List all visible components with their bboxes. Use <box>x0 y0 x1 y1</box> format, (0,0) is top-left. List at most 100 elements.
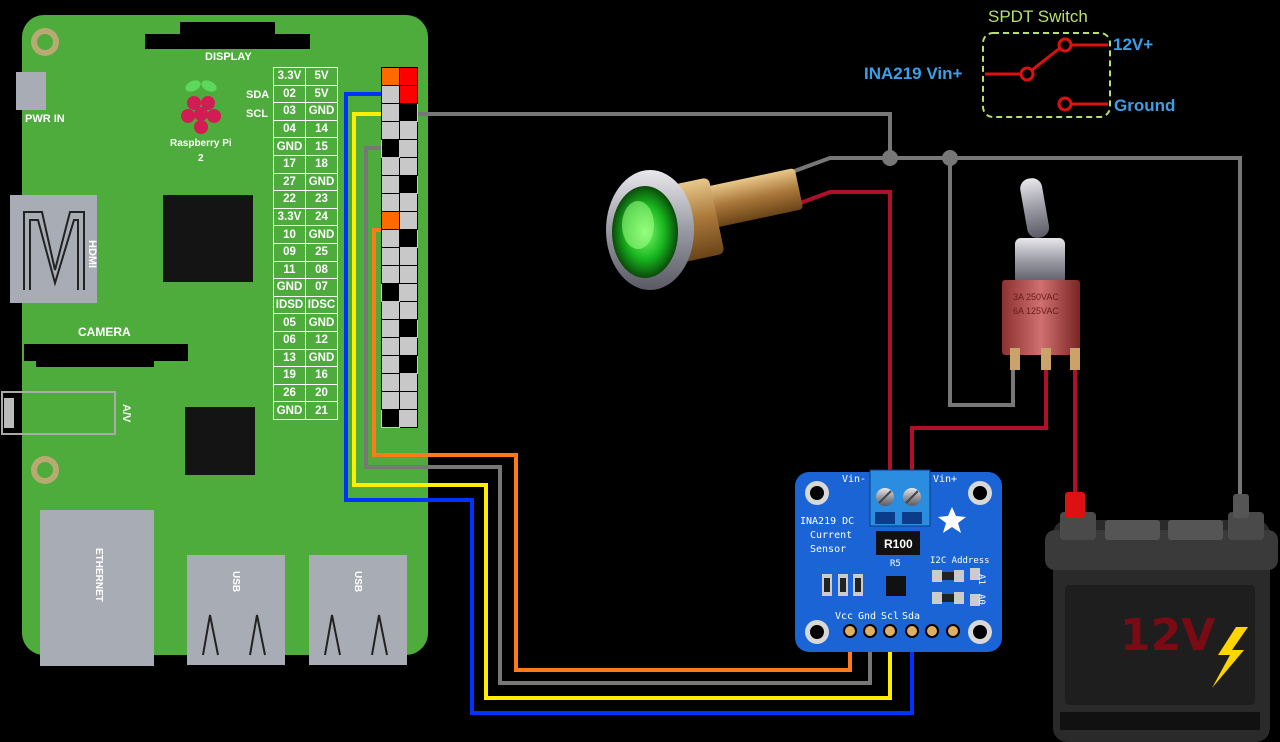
battery-label: 12V <box>1120 610 1216 661</box>
sensor-name-line3: Sensor <box>810 544 847 555</box>
gpio-pin-even: 07 <box>305 278 338 297</box>
led-indicator <box>606 168 803 290</box>
wire-led-vin-minus <box>794 190 892 470</box>
header-pin <box>381 85 400 104</box>
header-pin <box>381 247 400 266</box>
gpio-pin-even: 14 <box>305 119 338 139</box>
wire-switch-vin-plus <box>910 362 1048 470</box>
gpio-pin-odd: 06 <box>273 330 306 350</box>
header-pin <box>381 409 400 428</box>
header-pin <box>381 157 400 176</box>
header-pin <box>399 391 418 410</box>
toggle-rating-1: 3A 250VAC <box>1013 292 1059 302</box>
gpio-pin-even: 18 <box>305 154 338 174</box>
header-pin <box>399 229 418 248</box>
gpio-pin-odd: 19 <box>273 366 306 385</box>
gpio-pin-odd: 02 <box>273 84 306 104</box>
gpio-pin-even: GND <box>305 348 338 368</box>
gpio-pin-even: 24 <box>305 207 338 227</box>
spdt-vin-label: INA219 Vin+ <box>864 64 963 83</box>
gpio-pin-odd: 04 <box>273 119 306 139</box>
spdt-title: SPDT Switch <box>988 7 1088 26</box>
header-pin <box>399 283 418 302</box>
toggle-switch <box>1002 178 1080 370</box>
sensor-pins <box>843 624 960 638</box>
usb-port-1 <box>187 555 285 665</box>
header-pin <box>399 301 418 320</box>
header-pin <box>399 211 418 230</box>
shunt-resistor <box>876 531 920 555</box>
gpio-pin-odd: 26 <box>273 383 306 403</box>
wire-sda <box>344 92 914 715</box>
vin-minus-label: Vin- <box>842 474 867 485</box>
gpio-pin-even: IDSC <box>305 295 338 315</box>
wire-scl <box>352 112 892 700</box>
gpio-pin-odd: 05 <box>273 313 306 332</box>
header-pin <box>381 373 400 392</box>
header-pin <box>399 319 418 338</box>
gpio-pin-even: 5V <box>305 67 338 86</box>
spdt-switch-schematic <box>985 37 1108 112</box>
header-pin <box>399 265 418 284</box>
header-pin <box>381 211 400 230</box>
hdmi-label: HDMI <box>86 240 98 269</box>
usb-port-2 <box>309 555 407 665</box>
header-pin <box>381 229 400 248</box>
header-pin <box>381 283 400 302</box>
gpio-pin-even: 25 <box>305 242 338 262</box>
gpio-pin-even: 5V <box>305 84 338 104</box>
header-pin <box>399 157 418 176</box>
camera-label: CAMERA <box>78 325 131 339</box>
header-pin <box>381 337 400 356</box>
battery-positive-terminal <box>1065 492 1085 518</box>
gpio-pin-even: GND <box>305 172 338 192</box>
spdt-ground-label: Ground <box>1114 96 1176 115</box>
gpio-pin-even: 16 <box>305 366 338 385</box>
header-pin <box>381 175 400 194</box>
gpio-pin-odd: 03 <box>273 102 306 121</box>
gpio-pin-odd: GND <box>273 278 306 297</box>
raspberry-logo-icon <box>181 80 221 134</box>
header-pin <box>399 121 418 140</box>
gpio-pin-even: 20 <box>305 383 338 403</box>
gpio-pin-odd: 17 <box>273 154 306 174</box>
sensor-name-line1: INA219 DC <box>800 516 855 527</box>
vcc-label: Vcc <box>835 611 854 622</box>
gpio-pin-odd: GND <box>273 401 306 420</box>
power-connector <box>16 72 46 110</box>
header-pin <box>381 139 400 158</box>
gpio-pin-odd: 09 <box>273 242 306 262</box>
lightning-icon <box>1212 627 1248 688</box>
header-pin <box>399 193 418 212</box>
wire-ground-bus <box>408 112 892 158</box>
header-pin <box>399 409 418 428</box>
battery-negative-terminal <box>1233 494 1249 518</box>
header-pin <box>381 67 400 86</box>
gpio-pin-even: 12 <box>305 330 338 350</box>
wire-3v3-vcc <box>372 228 852 672</box>
gpio-pin-even: GND <box>305 313 338 332</box>
wire-gnd-gnd <box>364 146 872 685</box>
sda-pin-label: Sda <box>902 611 921 622</box>
gpio-pin-odd: 11 <box>273 260 306 280</box>
i2c-address-label: I2C Address <box>930 556 990 566</box>
av-label: A/V <box>120 404 132 423</box>
ethernet-port <box>40 510 154 666</box>
header-pin <box>399 247 418 266</box>
pi-model-label: Raspberry Pi <box>170 138 232 149</box>
gpio-pin-even: GND <box>305 225 338 244</box>
